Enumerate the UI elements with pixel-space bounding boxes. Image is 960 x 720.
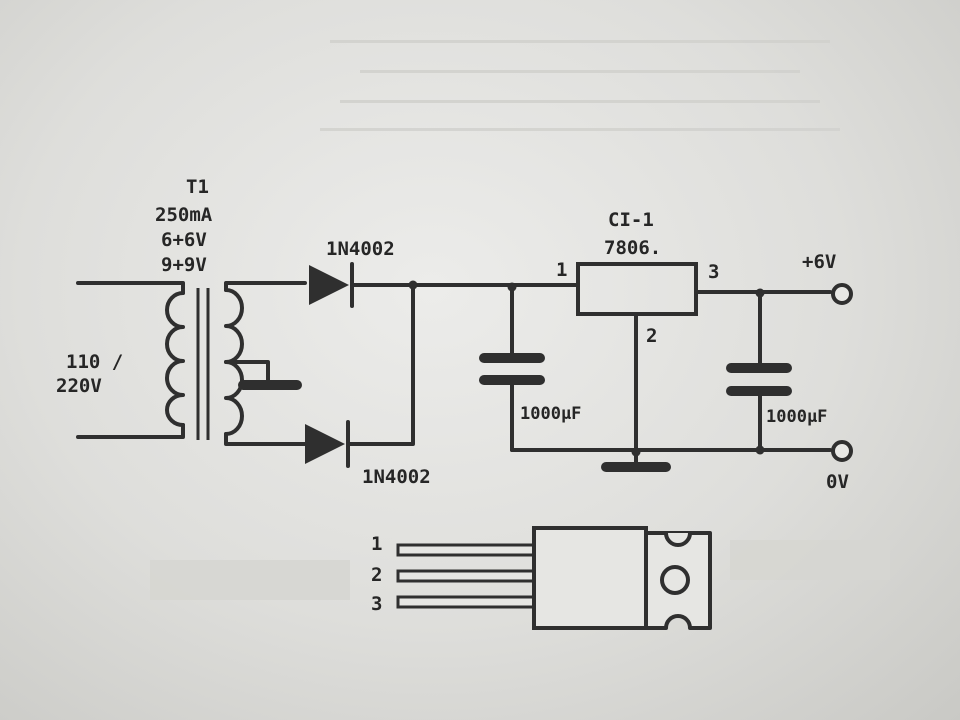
diode-d2-triangle	[305, 424, 345, 464]
wire-d2-to-junction	[346, 283, 415, 446]
package-pin-3	[396, 595, 540, 609]
package-mounting-hole	[660, 565, 690, 595]
package-pin2-label: 2	[371, 564, 382, 586]
secondary-top-lead	[224, 281, 307, 292]
mains-voltage-line1: 110 /	[66, 351, 123, 373]
regulator-ref: CI-1	[608, 209, 654, 231]
package-tab-notch-top	[664, 532, 692, 547]
regulator-body	[576, 262, 698, 316]
output-terminal-positive	[831, 283, 853, 305]
regulator-ci1	[576, 262, 698, 472]
secondary-bottom-lead	[224, 432, 307, 446]
regulator-pin2-label: 2	[646, 325, 657, 347]
primary-top-lead	[76, 281, 185, 295]
output-terminal-ground	[831, 440, 853, 462]
transformer-voltage-a: 6+6V	[161, 229, 207, 251]
center-tap	[224, 360, 270, 387]
capacitor-c2-label: 1000µF	[766, 407, 827, 427]
package-pin-1	[396, 543, 540, 557]
capacitor-c1	[479, 282, 545, 452]
output-ground-label: 0V	[826, 471, 849, 493]
capacitor-c1-label: 1000µF	[520, 404, 581, 424]
package-body	[532, 526, 648, 630]
primary-coil	[165, 291, 185, 427]
diode-d2	[305, 420, 350, 468]
c1-plate-top	[479, 353, 545, 363]
transformer-t1	[76, 281, 307, 446]
junction-dot-rectifier	[408, 280, 418, 290]
transformer-voltage-b: 9+9V	[161, 254, 207, 276]
junction-dot-regulator-ground	[631, 447, 641, 457]
package-pin-2	[396, 569, 540, 583]
c1-plate-bottom	[479, 375, 545, 385]
transformer-current: 250mA	[155, 204, 213, 226]
bleed-through-text	[150, 40, 890, 600]
diode-d2-label: 1N4002	[362, 466, 431, 488]
to220-package	[396, 526, 712, 630]
package-pin1-label: 1	[371, 533, 382, 555]
regulator-pin3-label: 3	[708, 261, 719, 283]
c2-plate-top	[726, 363, 792, 373]
diode-d1-triangle	[309, 265, 349, 305]
package-pin3-label: 3	[371, 593, 382, 615]
mains-voltage-line2: 220V	[56, 375, 102, 397]
diode-d1-label: 1N4002	[326, 238, 395, 260]
junction-dot-c1	[507, 282, 517, 292]
diode-d1	[309, 262, 354, 308]
c2-plate-bottom	[726, 386, 792, 396]
regulator-pin1-label: 1	[556, 259, 567, 281]
primary-bottom-lead	[76, 423, 185, 439]
capacitor-c2	[726, 291, 792, 452]
transformer-ref: T1	[186, 176, 209, 198]
ground-symbol-regulator	[601, 462, 671, 472]
output-positive-label: +6V	[802, 251, 836, 273]
regulator-part: 7806.	[604, 237, 661, 259]
ground-symbol-transformer	[238, 380, 302, 390]
